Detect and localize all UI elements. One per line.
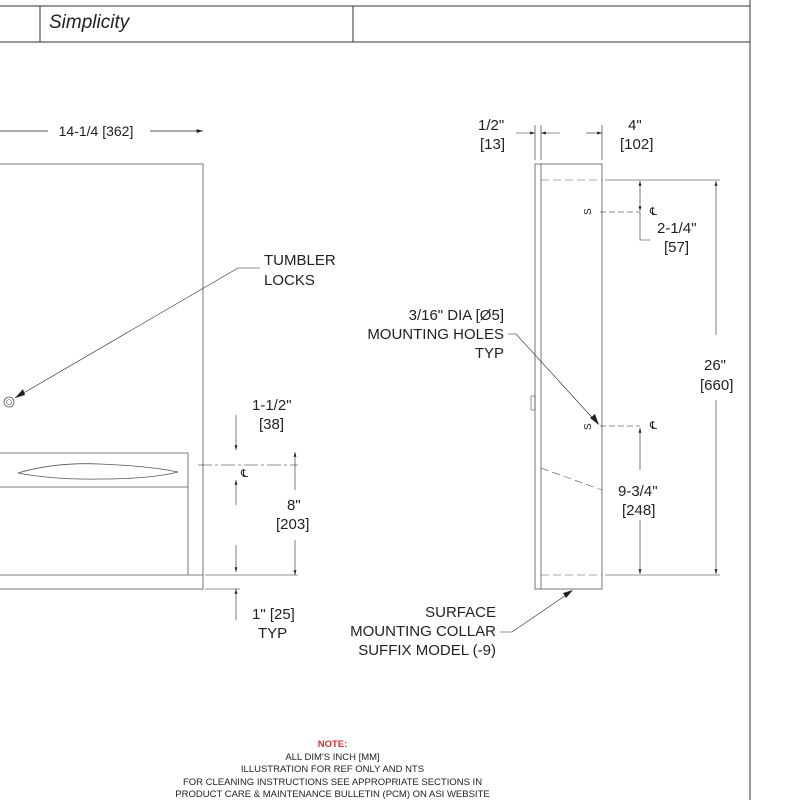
locks-label-line2: LOCKS [264, 272, 315, 289]
notes-title: NOTE: [317, 739, 348, 750]
centerline-mark-front: ℄ [240, 468, 248, 480]
side-body [534, 163, 603, 590]
hole-mark-top: S [583, 208, 594, 215]
front-view: 14-1/4 [362] TUMBLER LOCKS ℄ 1-1/2" [38] [0, 123, 336, 642]
note-line: ILLUSTRATION FOR REF ONLY AND NTS [240, 764, 425, 775]
holes-leader [508, 333, 599, 425]
overall-height-line1: 26" [704, 357, 726, 374]
lower-hole-dim-line1: 9-3/4" [618, 483, 658, 500]
top-hole-dim-line1: 2-1/4" [657, 220, 697, 237]
locks-leader [14, 267, 260, 399]
side-latch [530, 395, 536, 411]
centerline-mark-top: ℄ [649, 206, 657, 218]
bottom-dim-line2: TYP [258, 625, 287, 642]
overall-height-line2: [660] [700, 377, 733, 394]
side-view: 1/2" [13] 4" [102] S S ℄ ℄ [350, 117, 733, 659]
drawing-title: Simplicity [49, 12, 130, 33]
title-block [0, 0, 751, 800]
height-dim-line2: [203] [276, 516, 309, 533]
collar-depth-line1: 1/2" [478, 117, 504, 134]
top-hole-dim-line2: [57] [664, 239, 689, 256]
collar-label-line1: SURFACE [425, 604, 496, 621]
collar-leader [500, 590, 573, 633]
bottom-dim-line1: 1" [25] [252, 606, 295, 623]
note-line: PRODUCT CARE & MAINTENANCE BULLETIN (PCM… [175, 789, 490, 800]
notes-block: NOTE: ALL DIM'S INCH [MM] ILLUSTRATION F… [100, 739, 565, 802]
note-line: FOR CLEANING INSTRUCTIONS SEE APPROPRIAT… [182, 776, 483, 788]
holes-label-line3: TYP [475, 345, 504, 362]
width-dimension-label: 14-1/4 [362] [59, 123, 134, 139]
offset-dim-line1: 1-1/2" [252, 397, 292, 414]
hole-mark-lower: S [583, 423, 594, 430]
locks-label-line1: TUMBLER [264, 252, 336, 269]
dispenser-body [0, 163, 204, 590]
tumbler-lock-icon [3, 396, 15, 408]
lower-hole-dim-line2: [248] [622, 502, 655, 519]
offset-dim-line2: [38] [259, 416, 284, 433]
collar-label-line3: SUFFIX MODEL (-9) [358, 642, 496, 659]
holes-label-line1: 3/16" DIA [Ø5] [409, 307, 504, 324]
note-line: ALL DIM'S INCH [MM] [285, 751, 380, 763]
height-dim-line1: 8" [287, 497, 301, 514]
collar-label-line2: MOUNTING COLLAR [350, 623, 496, 640]
holes-label-line2: MOUNTING HOLES [367, 326, 504, 343]
centerline-mark-lower: ℄ [649, 420, 657, 432]
towel-opening [17, 463, 179, 480]
depth-dim-line1: 4" [628, 117, 642, 134]
depth-dim-line2: [102] [620, 136, 653, 153]
collar-depth-line2: [13] [480, 136, 505, 153]
